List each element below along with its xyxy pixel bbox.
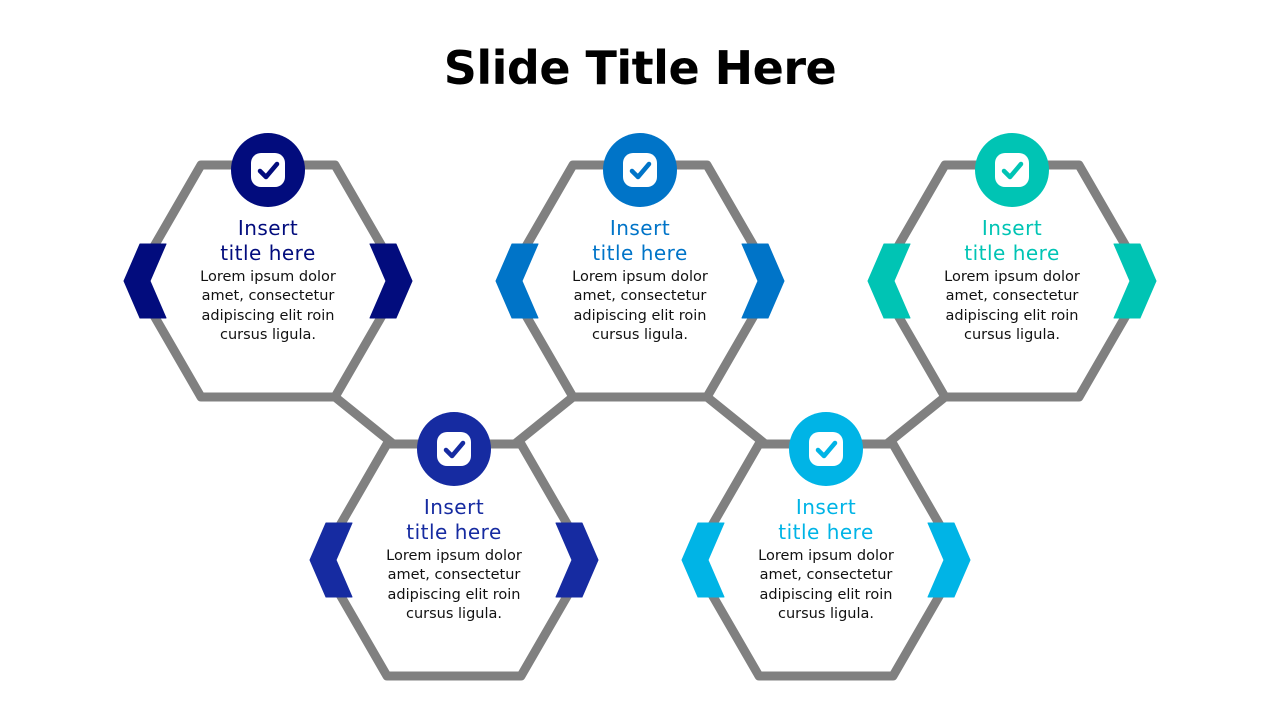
right-chevron-icon <box>555 522 599 598</box>
check-badge-icon <box>437 432 471 466</box>
checkmark-icon <box>815 440 838 459</box>
card-body: Lorem ipsum dolor amet, consectetur adip… <box>572 269 708 343</box>
checkmark-icon <box>1001 161 1024 180</box>
card-title: Insert title here <box>964 216 1060 265</box>
check-badge-icon <box>251 153 285 187</box>
connector-line <box>702 392 769 448</box>
left-chevron-icon <box>309 522 353 598</box>
card-title: Insert title here <box>220 216 316 265</box>
card-text-3: Insert title here Lorem ipsum dolor amet… <box>550 216 730 345</box>
card-body: Lorem ipsum dolor amet, consectetur adip… <box>758 548 894 622</box>
card-text-5: Insert title here Lorem ipsum dolor amet… <box>922 216 1102 345</box>
connector-line <box>511 392 578 448</box>
card-title: Insert title here <box>778 495 874 544</box>
connector-line <box>330 392 397 448</box>
slide-title: Slide Title Here <box>443 41 837 95</box>
card-body: Lorem ipsum dolor amet, consectetur adip… <box>944 269 1080 343</box>
check-badge-icon <box>809 432 843 466</box>
right-chevron-icon <box>369 243 413 319</box>
checkmark-icon <box>443 440 466 459</box>
check-badge-icon <box>995 153 1029 187</box>
card-text-4: Insert title here Lorem ipsum dolor amet… <box>736 495 916 624</box>
card-text-1: Insert title here Lorem ipsum dolor amet… <box>178 216 358 345</box>
right-chevron-icon <box>927 522 971 598</box>
left-chevron-icon <box>495 243 539 319</box>
right-chevron-icon <box>741 243 785 319</box>
card-text-2: Insert title here Lorem ipsum dolor amet… <box>364 495 544 624</box>
check-badge-icon <box>623 153 657 187</box>
checkmark-icon <box>629 161 652 180</box>
card-title: Insert title here <box>592 216 688 265</box>
right-chevron-icon <box>1113 243 1157 319</box>
checkmark-icon <box>257 161 280 180</box>
left-chevron-icon <box>867 243 911 319</box>
card-title: Insert title here <box>406 495 502 544</box>
connector-line <box>883 392 950 448</box>
left-chevron-icon <box>681 522 725 598</box>
left-chevron-icon <box>123 243 167 319</box>
card-body: Lorem ipsum dolor amet, consectetur adip… <box>386 548 522 622</box>
card-body: Lorem ipsum dolor amet, consectetur adip… <box>200 269 336 343</box>
